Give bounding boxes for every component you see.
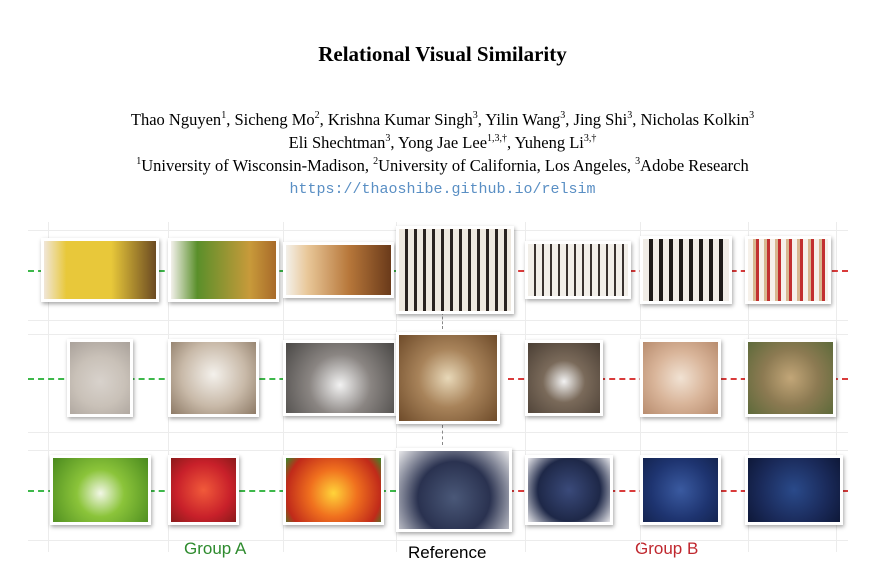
photo-content xyxy=(528,244,628,296)
reference-image xyxy=(396,332,500,424)
photo-content xyxy=(399,335,497,421)
affiliations: 1University of Wisconsin-Madison, 2Unive… xyxy=(136,156,749,175)
author-name: Nicholas Kolkin xyxy=(640,110,750,129)
reference-link xyxy=(442,425,443,445)
authors-line-1: Thao Nguyen1, Sicheng Mo2, Krishna Kumar… xyxy=(130,110,755,129)
photo-content xyxy=(70,342,130,414)
photo-content xyxy=(286,343,394,413)
photo-content xyxy=(643,458,718,522)
author-name: Sicheng Mo xyxy=(234,110,315,129)
photo-content xyxy=(44,241,156,299)
author-name: Yong Jae Lee xyxy=(397,133,488,152)
photo-content xyxy=(643,239,729,301)
group-a-image xyxy=(49,455,151,525)
authors-line-2: Eli Shechtman3, Yong Jae Lee1,3,†, Yuhen… xyxy=(288,133,597,152)
project-url[interactable]: https://thaoshibe.github.io/relsim xyxy=(289,181,596,198)
group-b-image xyxy=(525,241,631,299)
group-a-image xyxy=(67,339,133,417)
paper-title: Relational Visual Similarity xyxy=(318,42,567,66)
affiliation-marker: 3,† xyxy=(583,133,597,144)
group-b-image xyxy=(640,236,732,304)
photo-content xyxy=(748,342,833,414)
affiliation-marker: 3 xyxy=(472,110,478,121)
grid-line xyxy=(836,222,837,552)
photo-content xyxy=(399,451,509,529)
teaser-figure: Group A Reference Group B xyxy=(28,222,848,570)
group-b-image xyxy=(745,236,831,304)
group-a-image xyxy=(168,339,259,417)
affiliation-name: University of California, Los Angeles xyxy=(378,156,627,175)
photo-content xyxy=(171,342,256,414)
photo-content xyxy=(286,458,381,522)
affiliation-marker: 3 xyxy=(385,133,391,144)
photo-content xyxy=(643,342,718,414)
reference-image xyxy=(396,226,514,314)
group-b-image xyxy=(745,455,843,525)
photo-content xyxy=(171,241,276,299)
affiliation-marker: 3 xyxy=(627,110,633,121)
photo-content xyxy=(399,229,511,311)
affiliation-marker: 3 xyxy=(749,110,755,121)
grid-line xyxy=(28,320,848,321)
group-b-image xyxy=(745,339,836,417)
photo-content xyxy=(748,239,828,301)
group-a-image xyxy=(168,238,279,302)
group-b-image xyxy=(525,340,603,416)
author-name: Eli Shechtman xyxy=(288,133,386,152)
affiliation-marker: 1 xyxy=(221,110,227,121)
author-name: Yilin Wang xyxy=(485,110,561,129)
group-a-label: Group A xyxy=(184,539,247,558)
author-name: Jing Shi xyxy=(573,110,628,129)
group-b-label: Group B xyxy=(635,539,699,558)
author-name: Yuheng Li xyxy=(514,133,584,152)
affiliation-name: University of Wisconsin-Madison xyxy=(141,156,365,175)
photo-content xyxy=(748,458,840,522)
grid-line xyxy=(48,222,49,552)
affiliation-name: Adobe Research xyxy=(640,156,749,175)
photo-content xyxy=(528,458,610,522)
group-b-image xyxy=(640,339,721,417)
photo-content xyxy=(528,343,600,413)
affiliation-marker: 2 xyxy=(373,156,379,167)
reference-label: Reference xyxy=(408,543,487,562)
group-a-image xyxy=(283,340,397,416)
photo-content xyxy=(286,245,391,295)
group-a-image xyxy=(41,238,159,302)
group-b-image xyxy=(525,455,613,525)
group-a-image xyxy=(283,455,384,525)
grid-line xyxy=(28,432,848,433)
reference-link xyxy=(442,307,443,329)
reference-image xyxy=(396,448,512,532)
affiliation-marker: 3 xyxy=(635,156,641,167)
group-a-image xyxy=(283,242,394,298)
photo-content xyxy=(171,458,236,522)
grid-line xyxy=(28,540,848,541)
author-name: Thao Nguyen xyxy=(130,110,222,129)
affiliation-marker: 3 xyxy=(560,110,566,121)
group-a-image xyxy=(168,455,239,525)
affiliation-marker: 1 xyxy=(136,156,142,167)
affiliation-marker: 1,3,† xyxy=(487,133,508,144)
author-name: Krishna Kumar Singh xyxy=(327,110,473,129)
affiliation-marker: 2 xyxy=(314,110,320,121)
photo-content xyxy=(52,458,148,522)
group-b-image xyxy=(640,455,721,525)
